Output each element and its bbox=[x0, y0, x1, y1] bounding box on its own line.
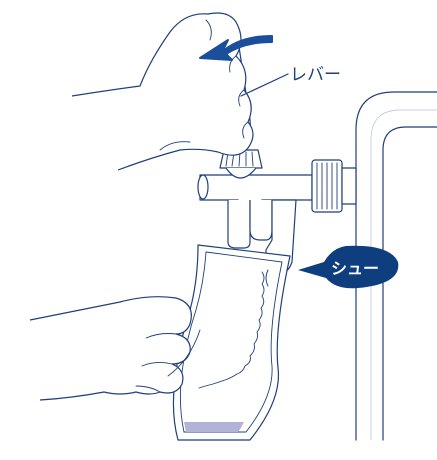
shoe-label: シュー bbox=[331, 261, 379, 278]
beer-glass bbox=[173, 245, 290, 440]
beer-liquid bbox=[184, 422, 244, 432]
shoe-callout: シュー bbox=[298, 246, 398, 288]
upper-hand bbox=[72, 13, 253, 170]
lower-hand bbox=[30, 297, 200, 400]
lever-callout: レバー bbox=[241, 65, 341, 96]
lever-label: レバー bbox=[290, 65, 341, 84]
